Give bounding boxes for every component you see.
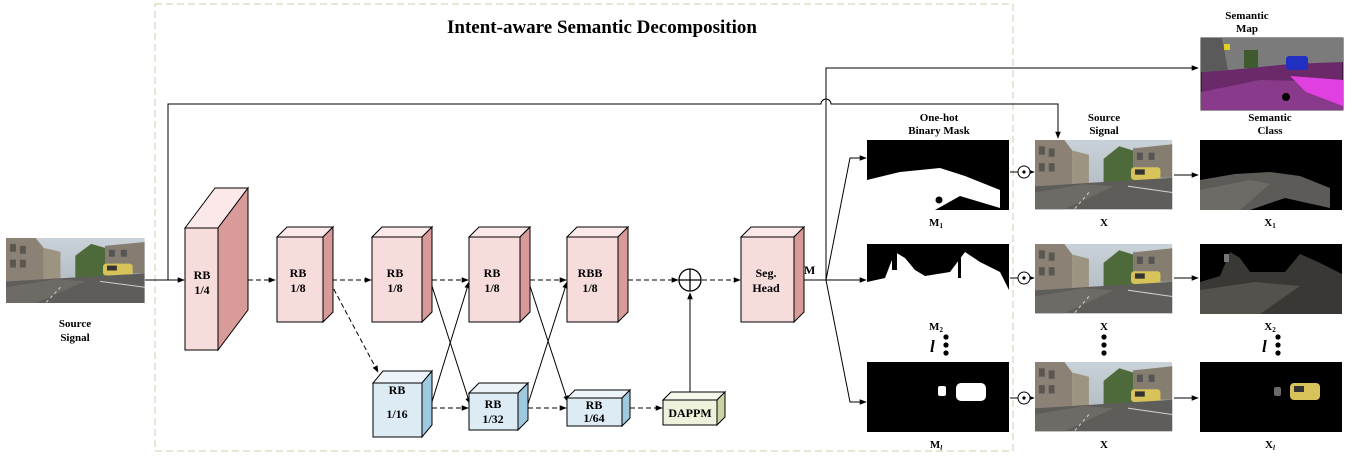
rb-1-4-block: RB 1/4 xyxy=(184,186,249,352)
mask-1-image xyxy=(867,140,1009,210)
source-image-1 xyxy=(1034,139,1173,210)
mask-column-title-line1: One-hot xyxy=(920,112,959,124)
semantic-class-image-l xyxy=(1200,362,1342,432)
source-2-caption: X xyxy=(1100,321,1108,333)
sum-node xyxy=(678,268,702,292)
rb-1-8-a-scale: 1/8 xyxy=(290,281,305,295)
rb-1-16-scale: 1/16 xyxy=(386,407,407,421)
rb-1-32-block: RB 1/32 xyxy=(467,381,530,432)
semantic-map-title-line1: Semantic xyxy=(1225,10,1269,22)
rb18a-to-rb116-arrow xyxy=(329,281,379,373)
rb-1-16-label: RB xyxy=(389,383,406,397)
class-1-caption: X1 xyxy=(1264,217,1276,230)
input-label-line1: Source xyxy=(59,318,91,330)
rb-1-64-scale: 1/64 xyxy=(583,411,604,425)
mask-1-caption: M1 xyxy=(929,217,943,230)
seg-head-label-line2: Head xyxy=(752,281,780,295)
input-image xyxy=(5,237,146,304)
rbb-1-8-block: RBB 1/8 xyxy=(565,225,630,324)
rb-1-8-c-label: RB xyxy=(484,266,501,280)
rb-1-8-b-label: RB xyxy=(387,266,404,280)
rb-1-4-scale: 1/4 xyxy=(194,283,209,297)
rb-1-8-c-scale: 1/8 xyxy=(484,281,499,295)
class-ellipsis-index: l xyxy=(1262,337,1267,356)
rb-1-4-label: RB xyxy=(194,268,211,282)
semantic-map-image xyxy=(1200,37,1344,111)
input-label-line2: Signal xyxy=(60,332,89,344)
semantic-map-title-line2: Map xyxy=(1236,23,1258,35)
rb-1-8-b-scale: 1/8 xyxy=(387,281,402,295)
mask-ellipsis xyxy=(943,334,949,356)
class-l-caption: Xl xyxy=(1265,439,1275,452)
rb18b-to-rb132-arrow xyxy=(430,282,471,405)
rbb-1-8-scale: 1/8 xyxy=(582,281,597,295)
mask-l-caption: Ml xyxy=(930,439,942,452)
rb132-to-rbb18-arrow xyxy=(527,281,568,405)
mask-column-title-line2: Binary Mask xyxy=(908,125,970,137)
semantic-class-image-1 xyxy=(1200,140,1342,210)
multiply-node-1 xyxy=(1017,165,1031,179)
dappm-block: DAPPM xyxy=(661,390,727,427)
rb-1-16-block: RB 1/16 xyxy=(371,369,434,439)
seg-head-label-line1: Seg. xyxy=(756,266,777,280)
class-ellipsis xyxy=(1275,334,1281,356)
to-semantic-map-arrow xyxy=(825,65,1199,280)
source-ellipsis xyxy=(1101,334,1107,356)
rbb-1-8-label: RBB xyxy=(578,266,603,280)
source-column-title-line2: Signal xyxy=(1089,125,1118,137)
m-output-label: M xyxy=(804,263,815,277)
dappm-label: DAPPM xyxy=(668,406,711,420)
multiply-node-2 xyxy=(1017,271,1031,285)
rb-1-8-a-label: RB xyxy=(290,266,307,280)
source-image-2 xyxy=(1034,243,1173,314)
class-2-caption: X2 xyxy=(1264,321,1276,334)
rb-1-8-block-a: RB 1/8 xyxy=(275,225,335,324)
m-to-mask1-arrow xyxy=(825,155,867,281)
semantic-class-image-2 xyxy=(1200,244,1342,314)
source-image-l xyxy=(1034,361,1173,432)
source-skip-arrow xyxy=(167,98,1061,280)
source-1-caption: X xyxy=(1100,217,1108,229)
source-l-caption: X xyxy=(1100,439,1108,451)
mask-ellipsis-index: l xyxy=(930,337,935,356)
mask-l-image xyxy=(867,362,1009,432)
class-column-title-line2: Class xyxy=(1257,125,1283,137)
rb18c-to-rb164-arrow xyxy=(528,282,569,403)
multiply-node-l xyxy=(1017,391,1031,405)
module-frame xyxy=(154,3,1014,452)
diagram-title: Intent-aware Semantic Decomposition xyxy=(447,17,757,38)
rb-1-32-scale: 1/32 xyxy=(482,412,503,426)
mask-2-caption: M2 xyxy=(929,321,943,334)
rb-1-64-block: RB 1/64 xyxy=(565,388,632,428)
rb-1-8-block-b: RB 1/8 xyxy=(370,225,434,324)
class-column-title-line1: Semantic xyxy=(1248,112,1292,124)
mask-2-image xyxy=(867,244,1009,314)
m-to-maskl-arrow xyxy=(825,279,867,405)
seg-head-block: Seg. Head xyxy=(739,225,806,324)
rb-1-8-block-c: RB 1/8 xyxy=(467,225,532,324)
rb-1-32-label: RB xyxy=(485,397,502,411)
rb-1-64-label: RB xyxy=(586,398,603,412)
source-column-title-line1: Source xyxy=(1088,112,1120,124)
